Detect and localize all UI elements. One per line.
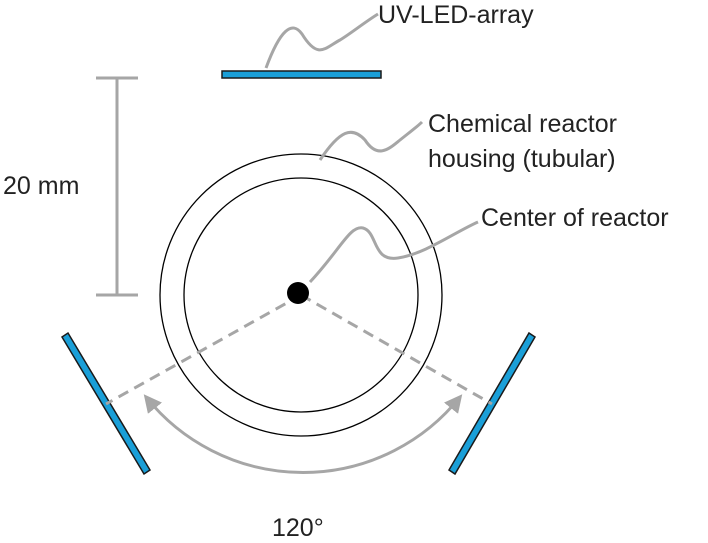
leader-housing [318, 120, 424, 161]
uv-led-array-label: UV-LED-array [378, 1, 534, 29]
leader-center [308, 220, 479, 284]
center-label: Center of reactor [481, 204, 669, 232]
dimension-bar [96, 76, 138, 297]
angle-arc [143, 394, 463, 474]
dimension-label: 20 mm [3, 172, 80, 200]
housing-label-line1: Chemical reactor [428, 110, 617, 138]
housing-label-line2: housing (tubular) [428, 145, 616, 173]
leader-uv-led [264, 12, 379, 69]
reactor-center-dot [287, 282, 309, 304]
dashed-line-left [105, 293, 302, 406]
angle-label: 120° [272, 514, 324, 542]
led-array-top [221, 70, 382, 79]
dashed-line-right [300, 293, 493, 406]
reactor-housing-outer [159, 153, 443, 437]
